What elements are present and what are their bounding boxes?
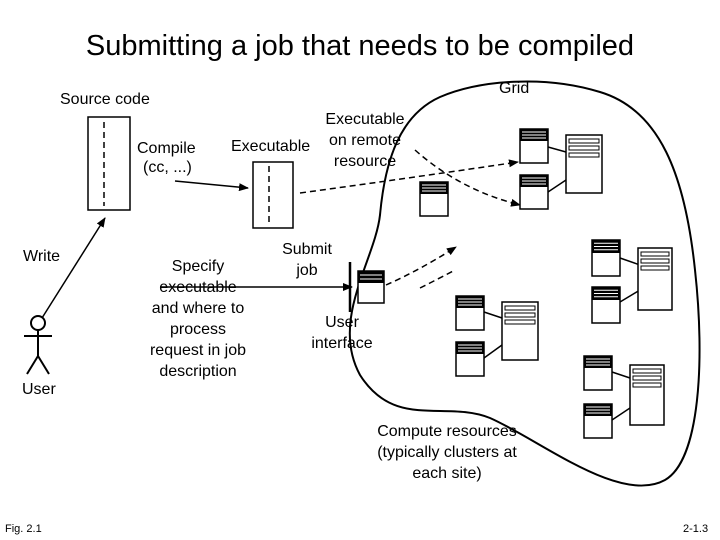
slide-title: Submitting a job that needs to be compil…: [85, 30, 635, 62]
compute-resources-label-3: each site): [412, 465, 482, 482]
computer-icon: [455, 341, 485, 377]
figure-label: Fig. 2.1: [5, 523, 42, 535]
exec-remote-label-1: Executable: [325, 111, 405, 128]
computer-icon: [583, 355, 613, 391]
specify-label-2: executable: [159, 279, 237, 296]
specify-label-5: request in job: [149, 342, 247, 359]
compile-label: Compile: [137, 140, 196, 157]
computer-icon: [455, 295, 485, 331]
exec-remote-label-2: on remote: [328, 132, 402, 149]
computer-icon: [583, 403, 613, 439]
compute-resources-label-2: (typically clusters at: [377, 444, 517, 461]
page-number: 2-1.3: [683, 523, 709, 535]
compute-resources-label-1: Compute resources: [377, 423, 517, 440]
server-tower-icon: [501, 301, 539, 361]
specify-label-3: and where to: [151, 300, 245, 317]
grid-boundary: [348, 80, 701, 487]
computer-icon: [519, 128, 549, 164]
server-tower-icon: [629, 364, 665, 426]
source-code-label: Source code: [60, 91, 150, 108]
cluster-1: [419, 128, 603, 217]
exec-remote-label-3: resource: [333, 153, 397, 170]
write-arrow: [41, 217, 106, 319]
cluster-3: [455, 295, 539, 377]
cluster-link: [611, 407, 631, 421]
compile-command-label: (cc, ...): [143, 159, 192, 176]
computer-icon: [591, 239, 621, 277]
server-tower-icon: [637, 247, 673, 311]
grid-label: Grid: [499, 80, 530, 97]
submit-label-1: Submit: [282, 241, 332, 258]
user-stick-figure: [24, 315, 52, 375]
write-label: Write: [23, 248, 61, 265]
specify-label-6: description: [159, 363, 237, 380]
cluster-link: [547, 179, 567, 193]
user-label: User: [22, 381, 56, 398]
cluster-link: [619, 289, 641, 303]
cluster-2: [591, 239, 673, 324]
transfer-executable-arrow: [299, 159, 519, 194]
user-interface-label-1: User: [325, 314, 359, 331]
source-code-document: [87, 116, 131, 211]
compile-arrow: [174, 180, 249, 192]
user-interface-label-2: interface: [311, 335, 373, 352]
cluster-link: [611, 371, 631, 379]
submit-label-2: job: [296, 262, 318, 279]
computer-icon: [419, 181, 449, 217]
cluster-link: [619, 257, 641, 266]
computer-icon: [519, 174, 549, 210]
grid-to-cluster-arrow: [419, 269, 456, 289]
job-to-grid-arrow: [385, 246, 457, 286]
server-tower-icon: [565, 134, 603, 194]
executable-label: Executable: [231, 138, 311, 155]
specify-label-4: process: [169, 321, 227, 338]
cluster-link: [483, 344, 503, 359]
cluster-4: [583, 355, 665, 439]
executable-document: [252, 161, 294, 229]
computer-icon: [591, 286, 621, 324]
cluster-link: [483, 311, 503, 319]
ui-computer-icon: [357, 270, 385, 304]
executable-to-node-arrow: [414, 149, 521, 207]
cluster-link: [547, 146, 567, 153]
specify-label-1: Specify: [171, 258, 225, 275]
